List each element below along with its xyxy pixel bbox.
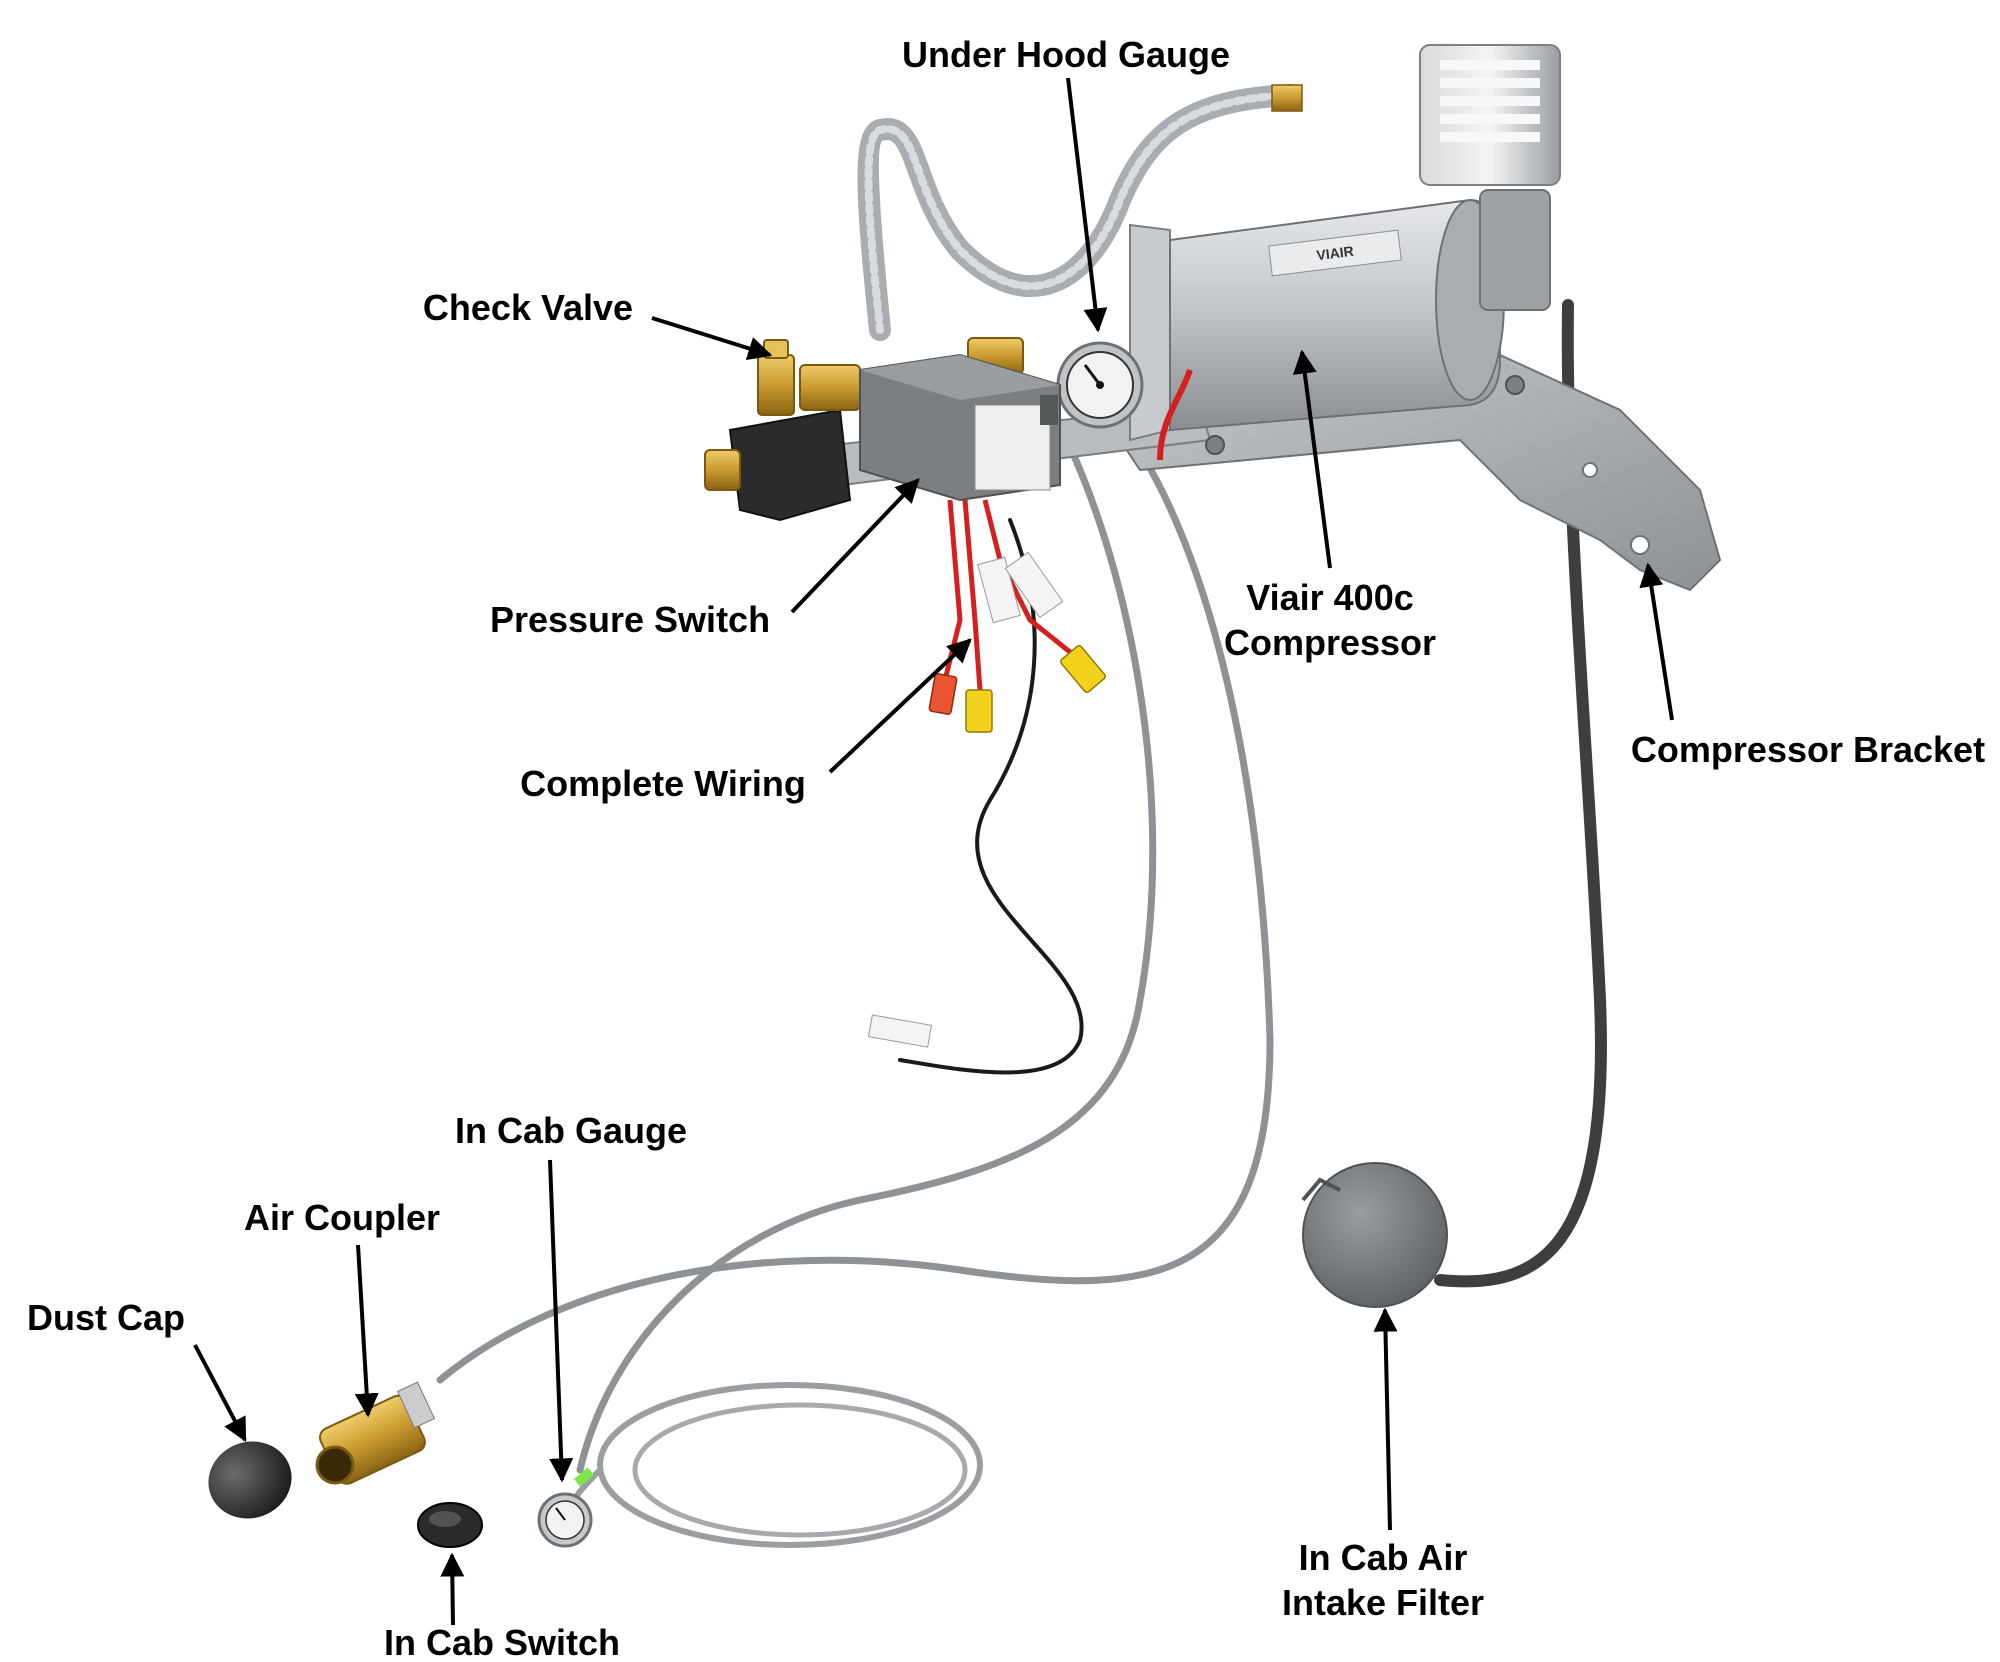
dust-cap: [208, 1441, 292, 1519]
arrow-air-coupler: [354, 1244, 379, 1418]
arrow-check-valve: [651, 316, 773, 360]
label-complete-wiring: Complete Wiring: [520, 763, 806, 804]
label-dust-cap: Dust Cap: [27, 1297, 185, 1338]
label-intake-line2: Intake Filter: [1282, 1582, 1484, 1623]
label-viair-line1: Viair 400c: [1246, 577, 1413, 618]
label-pressure-switch: Pressure Switch: [490, 599, 770, 640]
label-under-hood-gauge: Under Hood Gauge: [902, 34, 1230, 75]
braided-hose-texture: [864, 91, 1294, 334]
label-in-cab-gauge: In Cab Gauge: [455, 1110, 687, 1151]
coupler-airline: [436, 376, 1274, 1384]
gauge-line-coil: [597, 1382, 983, 1548]
viair-brand-print: VIAIR: [1315, 243, 1354, 263]
arrow-intake-filter: [1373, 1307, 1398, 1531]
complete-wiring: [867, 499, 1106, 1048]
callout-labels: Under Hood Gauge Check Valve Pressure Sw…: [27, 34, 1985, 1662]
air-coupler: [315, 1381, 436, 1485]
arrow-complete-wiring: [828, 638, 972, 774]
air-manifold: [704, 337, 1024, 522]
callout-arrows: [193, 77, 1674, 1626]
pressure-switch: [859, 353, 1061, 502]
compressor-head: [1419, 44, 1561, 311]
arrow-under-hood-gauge: [1066, 77, 1108, 333]
label-air-coupler: Air Coupler: [244, 1197, 440, 1238]
arrow-dust-cap: [193, 1344, 247, 1443]
viair-400c-compressor: VIAIR: [1129, 44, 1561, 461]
under-hood-gauge: [1056, 341, 1144, 429]
hose-network: [436, 84, 1607, 1548]
arrow-in-cab-switch: [440, 1552, 465, 1626]
in-cab-switch: [417, 1502, 483, 1548]
label-compressor-bracket: Compressor Bracket: [1631, 729, 1985, 770]
label-in-cab-switch: In Cab Switch: [384, 1622, 620, 1662]
arrow-viair-compressor: [1292, 349, 1332, 569]
gauge-line-coil-inner: [632, 1402, 968, 1538]
switch-wire: [898, 518, 1084, 1075]
arrow-in-cab-gauge: [548, 1159, 574, 1483]
in-cab-gauge: [537, 1467, 595, 1548]
in-cab-air-intake-filter: [1301, 1162, 1448, 1308]
label-viair-line2: Compressor: [1224, 622, 1436, 663]
arrow-compressor-bracket: [1639, 562, 1674, 721]
check-valve: [757, 339, 795, 416]
arrow-pressure-switch: [790, 478, 920, 614]
label-check-valve: Check Valve: [423, 287, 633, 328]
label-intake-line1: In Cab Air: [1299, 1537, 1468, 1578]
gauge-airline: [576, 386, 1157, 1474]
